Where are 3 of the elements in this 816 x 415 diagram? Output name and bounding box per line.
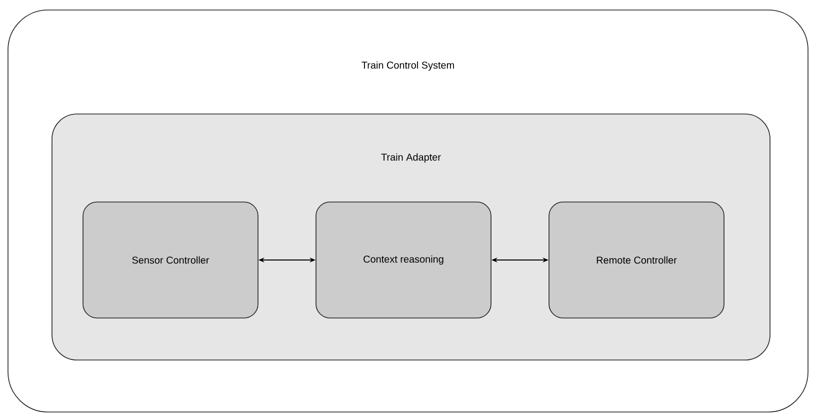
- process-box: Remote Controller: [548, 202, 724, 318]
- process-box: Context reasoning: [316, 202, 492, 318]
- process-box: Sensor Controller: [82, 202, 258, 318]
